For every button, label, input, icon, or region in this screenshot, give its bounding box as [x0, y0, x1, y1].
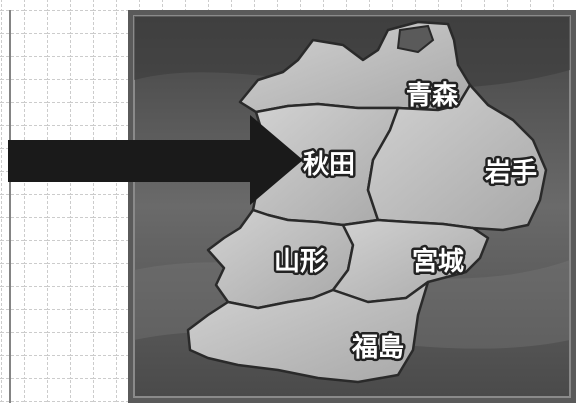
label-aomori: 青森	[406, 81, 459, 111]
region-fukushima	[186, 280, 430, 384]
tohoku-map: 青森 秋田 岩手 山形 宮城 福島	[133, 15, 571, 398]
label-iwate: 岩手	[484, 158, 537, 188]
label-akita: 秋田	[303, 150, 355, 180]
label-miyagi: 宮城	[412, 246, 464, 277]
label-fukushima: 福島	[351, 333, 404, 363]
region-iwate	[366, 83, 548, 232]
map-panel: 青森 秋田 岩手 山形 宮城 福島	[128, 10, 576, 403]
region-miyagi	[331, 218, 490, 304]
label-yamagata: 山形	[274, 247, 326, 277]
